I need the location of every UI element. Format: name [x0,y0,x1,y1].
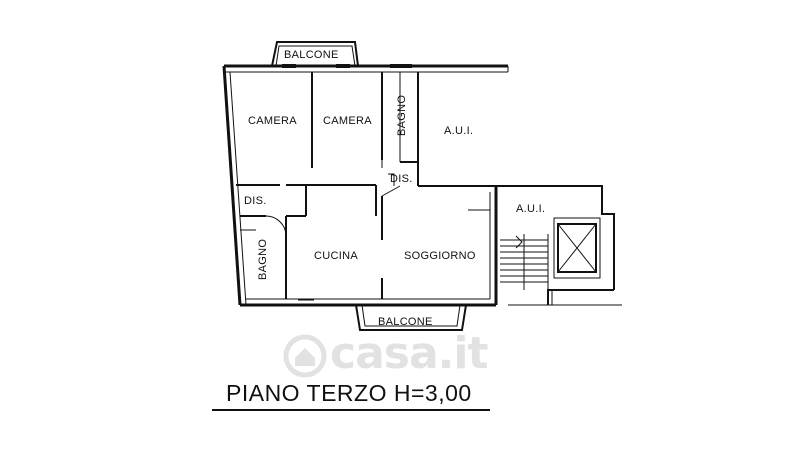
room-label-balcone-bottom: BALCONE [378,316,433,328]
house-watermark-icon [283,334,327,378]
plan-walls [222,41,622,331]
room-label-camera-mid: CAMERA [323,115,372,127]
room-label-soggiorno: SOGGIORNO [404,250,476,262]
floor-title: PIANO TERZO H=3,00 [226,380,472,406]
room-label-dis-left: DIS. [244,195,267,207]
title-underline [212,409,490,411]
room-label-dis-center: DIS. [390,173,413,185]
room-label-aui-top: A.U.I. [444,125,473,137]
room-label-cucina: CUCINA [314,250,358,262]
watermark-text: casa.it [330,328,488,379]
room-label-bagno-left: BAGNO [257,239,269,280]
room-labels: BALCONE CAMERA CAMERA BAGNO A.U.I. DIS. … [244,49,545,328]
room-label-balcone-top: BALCONE [284,49,339,61]
room-label-camera-left: CAMERA [248,115,297,127]
room-label-aui-right: A.U.I. [516,203,545,215]
room-label-bagno-top: BAGNO [396,95,408,136]
